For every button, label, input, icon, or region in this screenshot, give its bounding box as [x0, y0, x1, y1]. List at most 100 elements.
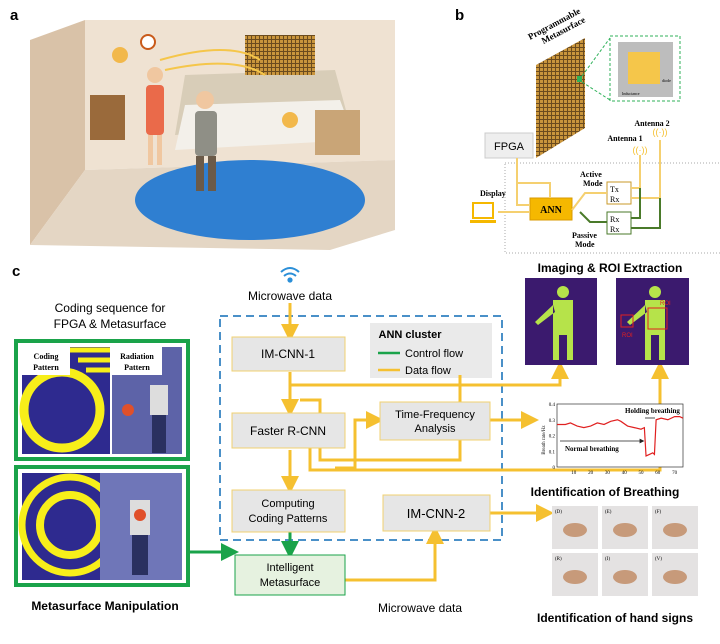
room-illustration [30, 20, 395, 250]
coding-pattern-label: Coding [34, 352, 59, 361]
block-label: IM-CNN-2 [407, 506, 466, 521]
wifi-router-icon [112, 47, 128, 63]
x-tick-label: 50 [639, 471, 645, 476]
tx-port: Tx [610, 185, 619, 194]
breath-rate-line [557, 416, 684, 457]
block-faster-rcnn: Faster R-CNN [231, 412, 346, 449]
rx-port: Rx [610, 195, 619, 204]
annotation-normal-breathing: Normal breathing [565, 445, 619, 453]
roi-label: ROI [622, 333, 633, 339]
block-label: Metasurface [260, 577, 321, 589]
hand-signs-grid: (D) (E) (F) (R) (I) (V) [552, 506, 698, 596]
x-tick-label: 70 [672, 471, 678, 476]
display-label: Display [480, 189, 506, 198]
antenna-1-label: Antenna 1 [607, 134, 642, 143]
panel-label-b: b [455, 7, 464, 24]
hand-sign-label: (I) [605, 557, 610, 562]
breathing-title: Identification of Breathing [531, 485, 680, 499]
block-label: IM-CNN-1 [261, 347, 315, 361]
block-label: Time-Frequency [395, 409, 475, 421]
antenna-1-icon: ((·)) [633, 145, 648, 155]
y-tick-label: 0.4 [549, 403, 556, 408]
panel-b: b Programmable Metasurface diode Inducta… [455, 6, 720, 254]
fpga-label: FPGA [494, 141, 525, 153]
microwave-data-top-label: Microwave data [248, 289, 332, 303]
fpga-block [484, 132, 534, 159]
programmable-metasurface [536, 38, 585, 158]
passive-mode-label: Passive [572, 231, 597, 240]
block-label: Computing [261, 498, 314, 510]
legend-data-flow: Data flow [405, 365, 451, 377]
wifi-icon [280, 267, 300, 283]
block-label: Faster R-CNN [250, 424, 326, 438]
ann-cluster-box [219, 315, 503, 541]
coding-pattern-label-2: Pattern [33, 363, 59, 372]
antenna-2-icon: ((·)) [653, 127, 668, 137]
rx-port: Rx [610, 225, 619, 234]
microwave-data-bottom-label: Microwave data [378, 601, 462, 615]
panel-label-a: a [10, 7, 19, 24]
rx-port: Rx [610, 215, 619, 224]
person-woman [146, 67, 164, 165]
imaging-title: Imaging & ROI Extraction [538, 261, 683, 275]
x-tick-label: 60 [655, 471, 661, 476]
y-tick-label: 0.1 [549, 450, 556, 455]
hand-sign-label: (E) [605, 510, 612, 515]
block-intelligent-metasurface: Intelligent Metasurface [234, 554, 346, 596]
inductance-label: Inductance [622, 91, 640, 96]
clock-icon [140, 34, 156, 50]
hand-sign-label: (F) [655, 510, 661, 515]
block-label: Analysis [415, 423, 456, 435]
diode-label: diode [662, 78, 671, 83]
coding-example-2 [14, 465, 190, 587]
hand-signs-title: Identification of hand signs [537, 611, 693, 625]
y-tick-label: 0.3 [549, 419, 556, 424]
active-mode-label: Active [580, 170, 602, 179]
block-label: Intelligent [266, 562, 313, 574]
passive-mode-label-2: Mode [575, 240, 595, 249]
manipulation-title: Metasurface Manipulation [31, 599, 178, 613]
block-label: Coding Patterns [249, 513, 328, 525]
roi-label: ROI [660, 301, 671, 307]
hand-sign-label: (V) [655, 557, 662, 562]
radiation-pattern-label: Radiation [120, 352, 154, 361]
metasurface-on-wall [245, 35, 315, 75]
hand-sign-label: (R) [555, 557, 562, 562]
block-computing-coding-patterns: Computing Coding Patterns [231, 489, 346, 533]
unit-cell-zoom [609, 35, 681, 102]
hand-shape [663, 523, 687, 537]
panel-a: a [10, 7, 395, 250]
annotation-holding-breathing: Holding breathing [625, 407, 680, 415]
y-axis-label: Breath rate/Hz [542, 425, 547, 455]
x-tick-label: 10 [571, 471, 577, 476]
panel-c: c Coding sequence for FPGA & Metasurface… [12, 261, 698, 625]
block-time-frequency-analysis: Time-Frequency Analysis [379, 401, 491, 441]
legend-control-flow: Control flow [405, 348, 463, 360]
breathing-chart: Breath rate/Hz 10 20 30 40 50 60 70 0 0.1 0.2 0.3 0… [542, 403, 684, 476]
block-im-cnn-2: IM-CNN-2 [382, 494, 491, 532]
x-tick-label: 30 [605, 471, 611, 476]
coding-title: Coding sequence for [55, 301, 166, 315]
antenna-2-label: Antenna 2 [634, 119, 669, 128]
hand-shape [613, 523, 637, 537]
display-icon [472, 202, 494, 219]
hand-shape [563, 570, 587, 584]
y-tick-label: 0 [553, 466, 556, 471]
x-tick-label: 20 [588, 471, 594, 476]
imaging-result-roi: ROI ROI [616, 278, 689, 365]
hand-shape [613, 570, 637, 584]
radiation-pattern-label-2: Pattern [124, 363, 150, 372]
roi-box-chest [647, 307, 668, 330]
imaging-result-1 [525, 278, 597, 365]
roi-box-hand [620, 314, 634, 328]
legend: ANN cluster Control flow Data flow [370, 323, 492, 378]
y-tick-label: 0.2 [549, 435, 556, 440]
hand-sign-label: (D) [555, 510, 562, 515]
coding-example-1: Coding Pattern Radiation Pattern [14, 339, 190, 461]
x-tick-label: 40 [622, 471, 628, 476]
panel-label-c: c [12, 263, 20, 280]
hand-shape [663, 570, 687, 584]
hand-shape [563, 523, 587, 537]
lamp-icon [282, 112, 298, 128]
